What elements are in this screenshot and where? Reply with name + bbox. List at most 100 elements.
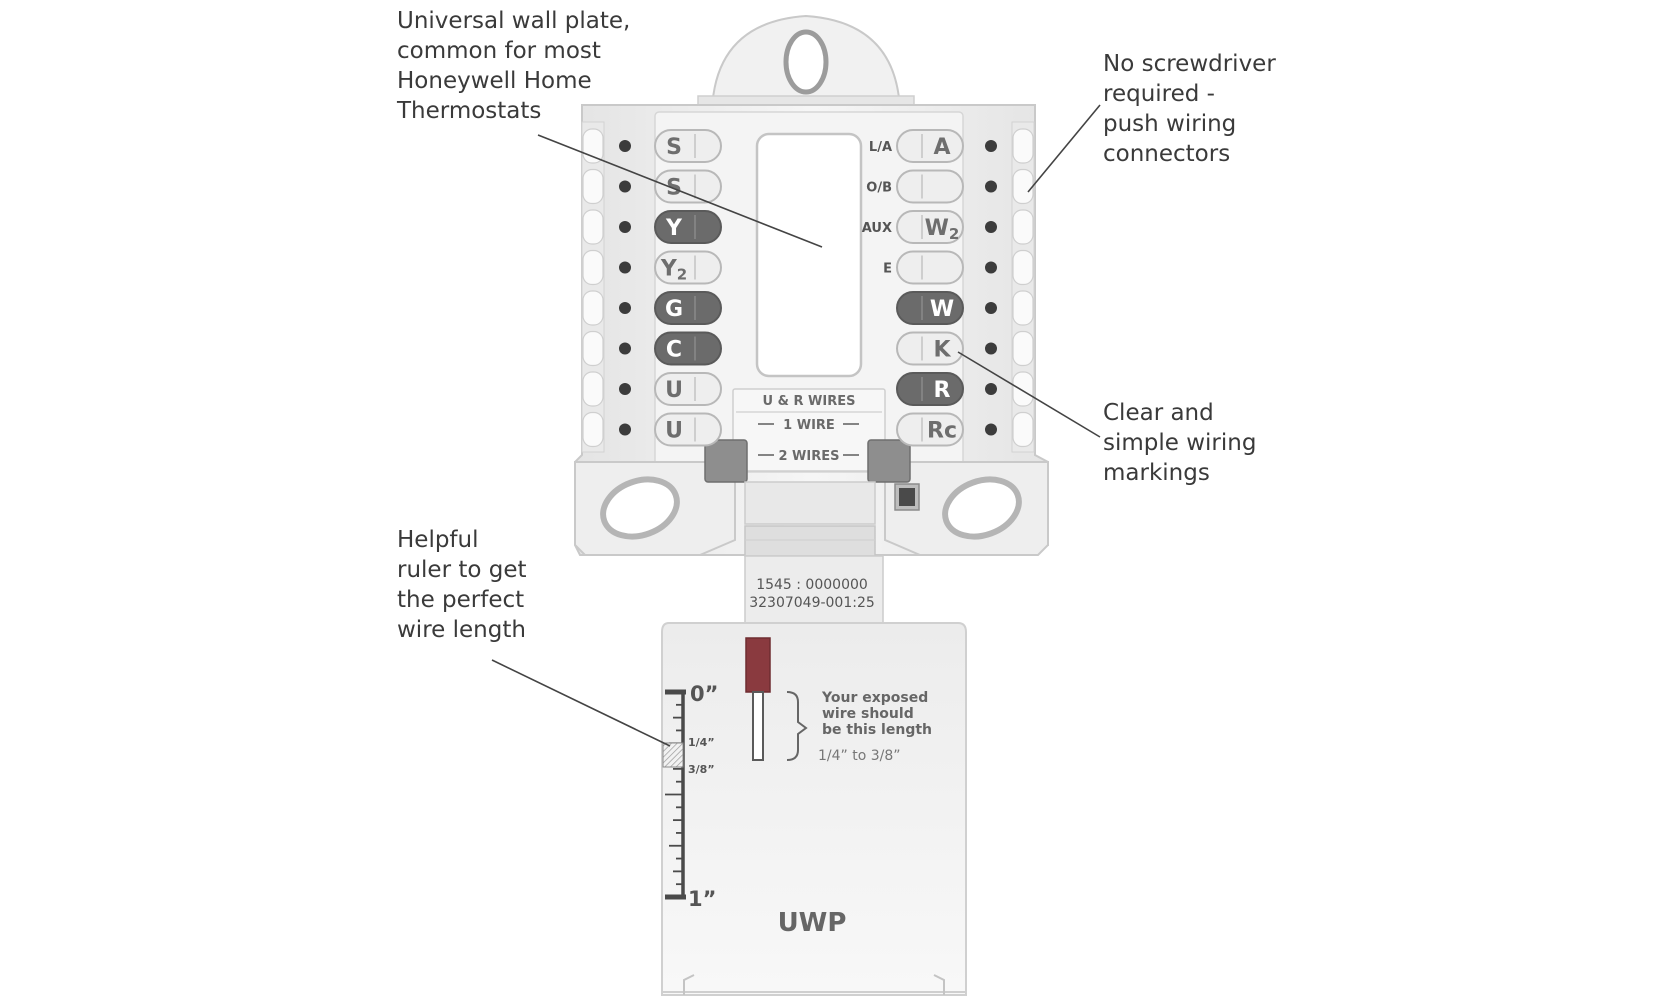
edge-clip: [582, 168, 604, 205]
callout-line: Helpful: [397, 527, 479, 553]
terminal-side-label: L/A: [869, 140, 892, 155]
terminal-label: W: [930, 297, 954, 322]
terminal-button[interactable]: [654, 129, 722, 163]
terminal-button[interactable]: [896, 250, 964, 285]
wire-hint-line-2: wire should: [822, 706, 914, 722]
terminal-right[interactable]: O/B: [866, 169, 997, 204]
terminal-right[interactable]: K: [896, 331, 997, 366]
terminal-button[interactable]: [896, 372, 964, 406]
callout-line: Universal wall plate,: [397, 8, 631, 34]
edge-clip: [1012, 209, 1034, 245]
callout-wiring-markings: Clear and simple wiring markings: [1103, 398, 1256, 488]
terminal-button[interactable]: [896, 129, 964, 163]
terminal-button[interactable]: [654, 210, 722, 244]
edge-clip: [582, 290, 604, 326]
terminal-right[interactable]: Rc: [896, 412, 997, 447]
terminal-button[interactable]: [654, 372, 722, 406]
push-connector-hole: [985, 140, 997, 152]
push-connector-hole: [985, 383, 997, 395]
push-connector-hole: [619, 221, 631, 233]
edge-clip: [1012, 330, 1034, 367]
terminal-right[interactable]: R: [896, 372, 997, 406]
terminal-label: R: [934, 378, 951, 403]
terminal-side-label: E: [883, 262, 892, 277]
callout-line: the perfect: [397, 587, 525, 613]
leader-markings: [957, 351, 1101, 438]
terminal-left[interactable]: C: [619, 331, 722, 366]
serial-neck: 1545 : 0000000 32307049-001:25: [744, 481, 884, 631]
edge-clip: [1012, 411, 1034, 448]
edge-clip: [582, 209, 604, 245]
terminal-button[interactable]: [654, 169, 722, 204]
push-connector-hole: [619, 302, 631, 314]
terminal-side-label: AUX: [862, 221, 892, 236]
mount-slot-right: [942, 476, 1022, 540]
edge-clip: [582, 249, 604, 286]
terminal-label: Y: [665, 216, 683, 241]
terminal-left[interactable]: G: [619, 291, 722, 325]
top-hanging-tab: [697, 14, 915, 115]
wire-hint-line-1: Your exposed: [821, 690, 928, 706]
ruler-quarter-label: 1/4”: [688, 736, 715, 749]
terminal-button[interactable]: [654, 331, 722, 366]
terminal-left[interactable]: U: [619, 412, 722, 447]
ur-wires-title: U & R WIRES: [763, 394, 856, 409]
push-connector-hole: [985, 261, 997, 274]
terminal-button[interactable]: [896, 169, 964, 204]
bottom-mount-left: [574, 461, 736, 556]
terminal-button[interactable]: [896, 210, 964, 244]
push-connector-hole: [619, 383, 631, 395]
terminal-label: U: [665, 419, 683, 444]
push-connector-hole: [619, 342, 631, 355]
terminal-right[interactable]: W: [896, 291, 997, 325]
terminal-left[interactable]: U: [619, 372, 722, 406]
ideal-length-zone: [662, 742, 684, 768]
terminal-button[interactable]: [654, 412, 722, 447]
callout-line: simple wiring: [1103, 430, 1257, 456]
push-connector-hole: [985, 342, 997, 355]
leader-wall-plate: [537, 134, 823, 248]
terminal-side-label: O/B: [866, 181, 892, 196]
terminal-label: K: [933, 338, 951, 363]
terminal-right[interactable]: AL/A: [869, 129, 997, 163]
ruler-zero-label: 0”: [690, 682, 718, 706]
push-connector-hole: [985, 302, 997, 314]
terminal-right[interactable]: E: [883, 250, 997, 285]
push-connector-hole: [985, 423, 997, 436]
ur-wires-guide: U & R WIRES 1 WIRE 2 WIRES: [704, 388, 911, 483]
callout-line: push wiring: [1103, 111, 1237, 137]
leader-screwdriver: [1027, 104, 1101, 193]
callout-line: ruler to get: [397, 557, 527, 583]
serial-line-1: 1545 : 0000000: [756, 577, 868, 593]
terminal-left[interactable]: S: [619, 169, 722, 204]
top-mount-hole: [783, 29, 829, 95]
terminal-button[interactable]: [654, 250, 722, 285]
terminal-left[interactable]: S: [619, 129, 722, 163]
leader-ruler: [491, 659, 671, 747]
edge-clip: [1012, 128, 1034, 164]
two-wires-label: 2 WIRES: [778, 449, 839, 464]
ruler-three-eighths-label: 3/8”: [688, 763, 715, 776]
push-connector-hole: [985, 180, 997, 193]
push-connector-hole: [619, 261, 631, 274]
terminal-button[interactable]: [654, 291, 722, 325]
terminal-button[interactable]: [896, 331, 964, 366]
callout-line: Honeywell Home: [397, 68, 592, 94]
edge-clip: [1012, 371, 1034, 407]
terminal-left[interactable]: Y2: [619, 250, 722, 285]
terminal-label: Y2: [660, 257, 687, 284]
wire-slot-right: [867, 439, 911, 483]
edge-clip: [1012, 168, 1034, 205]
terminal-label: Rc: [927, 419, 957, 444]
terminal-button[interactable]: [896, 291, 964, 325]
edge-clip: [582, 411, 604, 448]
terminal-button[interactable]: [896, 412, 964, 447]
push-connector-hole: [985, 221, 997, 233]
terminal-label: G: [665, 297, 683, 322]
wire-slot-left: [704, 439, 748, 483]
center-opening: [755, 132, 863, 378]
terminal-left[interactable]: Y: [619, 210, 722, 244]
